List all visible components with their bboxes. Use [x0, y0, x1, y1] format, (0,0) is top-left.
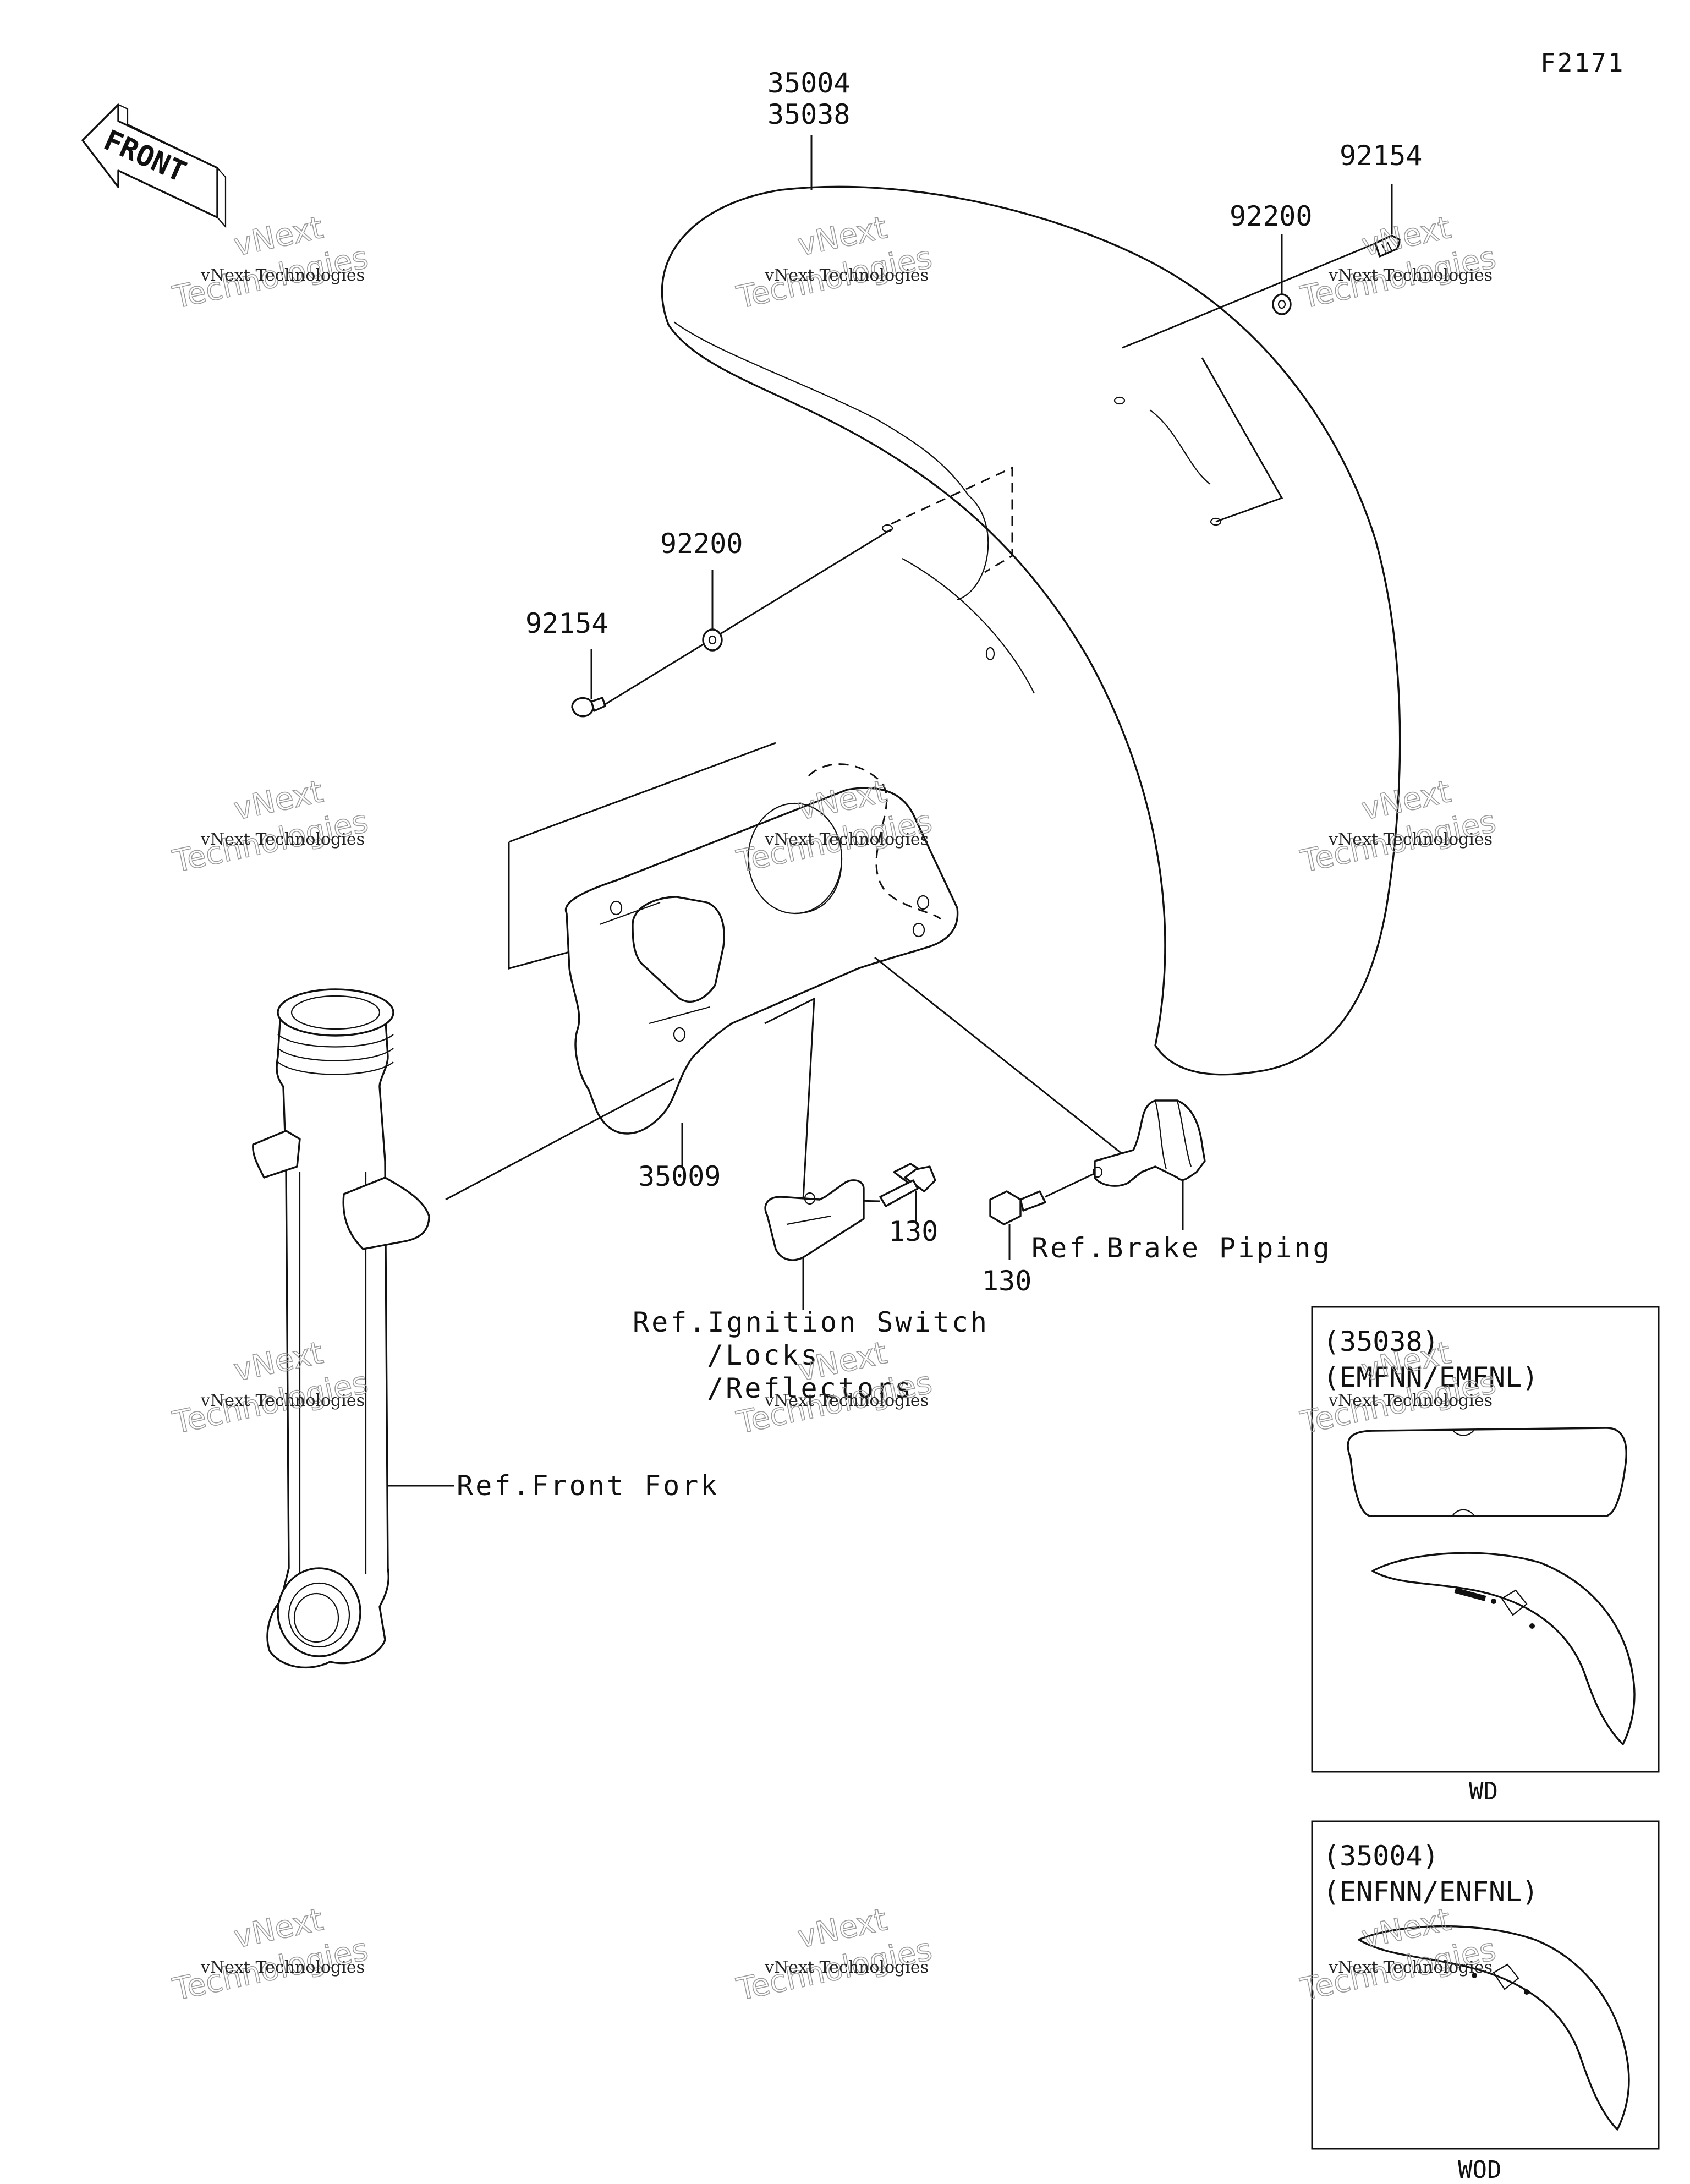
callout-fender-35004: 35004 [767, 67, 851, 99]
watermark-text: vNext Technologies [1328, 266, 1493, 285]
watermark-text: vNext Technologies [200, 830, 365, 849]
variant-wod-models: (ENFNN/ENFNL) [1323, 1876, 1538, 1908]
front-arrow-icon: FRONT [81, 103, 227, 228]
callout-bolt-center-130: 130 [888, 1216, 938, 1247]
diagram-code: F2171 [1540, 48, 1625, 78]
ref-ignition-locks[interactable]: /Locks [707, 1339, 820, 1371]
callout-fender-35038: 35038 [767, 98, 851, 130]
watermark-text: vNext Technologies [1328, 1958, 1493, 1977]
watermark-text: vNext Technologies [764, 830, 929, 849]
watermark-text: vNext Technologies [1328, 1391, 1493, 1410]
callout-bolt-right-92154: 92154 [1340, 140, 1423, 172]
bolt-right-icon [1374, 234, 1401, 258]
watermark-text: vNext Technologies [764, 266, 929, 285]
ref-brake-piping[interactable]: Ref.Brake Piping [1031, 1232, 1332, 1264]
variant-wd-caption: WD [1469, 1777, 1498, 1805]
variant-box-wod: (35004) (ENFNN/ENFNL) [1311, 1820, 1660, 2150]
variant-wd-part: (35038) [1323, 1326, 1439, 1358]
fender-bracket [508, 742, 959, 1135]
watermark-text: vNext Technologies [764, 1391, 929, 1410]
callout-bolt-left-92154: 92154 [525, 607, 608, 639]
callout-washer-right-92200: 92200 [1230, 200, 1313, 232]
watermark-text: vNext Technologies [764, 1958, 929, 1977]
callout-bolt-lower-130: 130 [982, 1265, 1031, 1297]
variant-wod-caption: WOD [1458, 2156, 1501, 2184]
watermark-text: vNext Technologies [200, 1391, 365, 1410]
ref-ignition-switch[interactable]: Ref.Ignition Switch [633, 1306, 989, 1338]
callout-bracket-35009: 35009 [638, 1161, 721, 1192]
variant-wd-models: (EMFNN/EMFNL) [1323, 1361, 1538, 1393]
bolt-center-icon [879, 1163, 936, 1207]
ignition-bracket [764, 1179, 865, 1261]
ref-front-fork[interactable]: Ref.Front Fork [457, 1470, 719, 1502]
front-fender [661, 185, 1401, 1076]
watermark-text: vNext Technologies [200, 1958, 365, 1977]
callout-washer-left-92200: 92200 [660, 528, 743, 560]
bolt-left-icon [571, 697, 606, 718]
brake-piping-clamp [1092, 1099, 1206, 1187]
variant-box-wd: (35038) (EMFNN/EMFNL) [1311, 1306, 1660, 1773]
washer-left-icon [702, 628, 723, 652]
washer-right-icon [1272, 293, 1292, 315]
bolt-lower-icon [989, 1190, 1046, 1225]
variant-wod-part: (35004) [1323, 1840, 1439, 1872]
ref-ignition-reflectors[interactable]: /Reflectors [707, 1372, 913, 1404]
front-fork [252, 988, 430, 1669]
watermark-text: vNext Technologies [1328, 830, 1493, 849]
watermark-text: vNext Technologies [200, 266, 365, 285]
